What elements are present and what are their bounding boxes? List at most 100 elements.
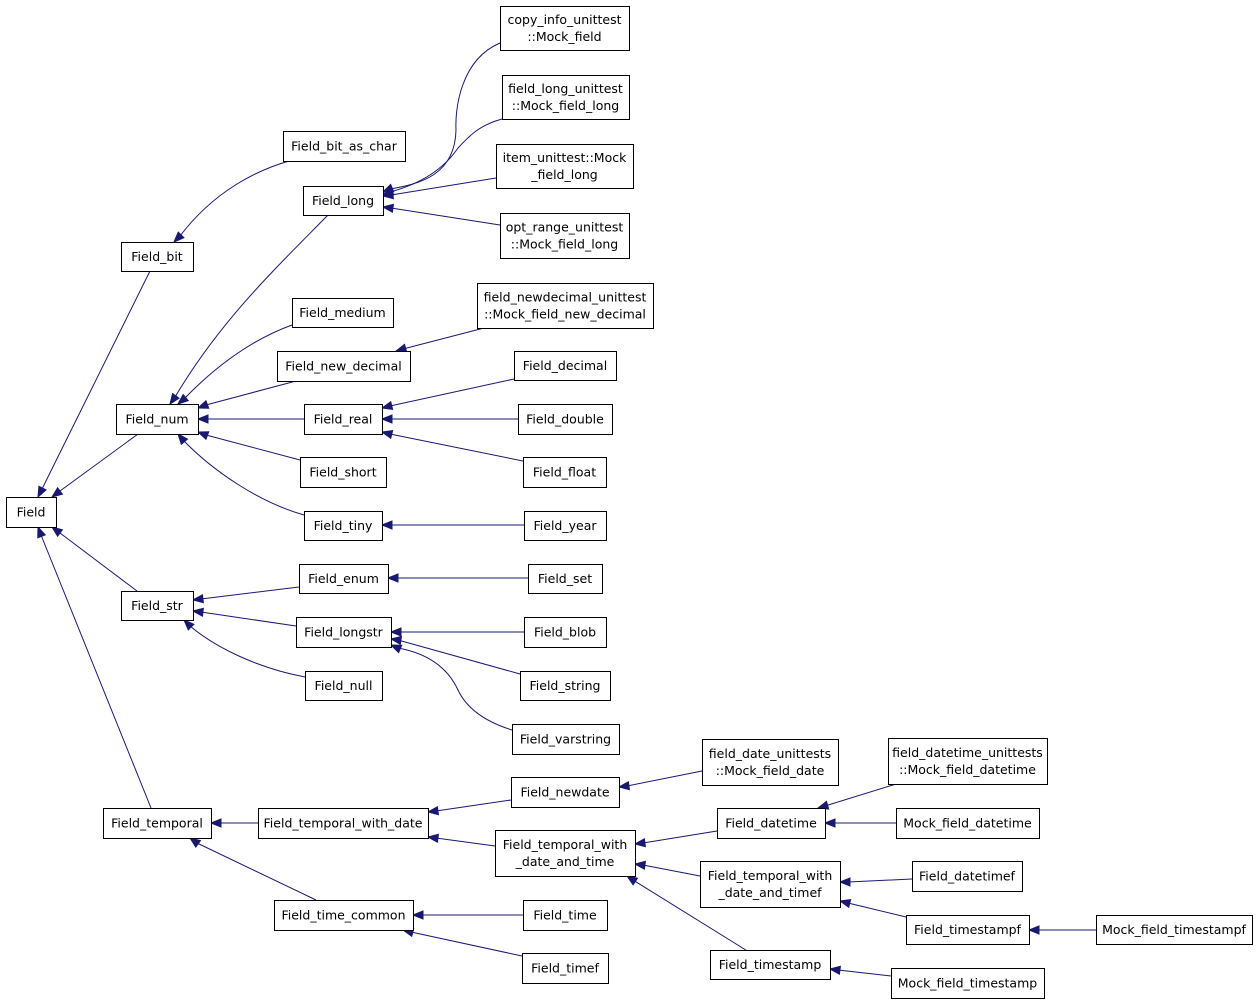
class-node-field-timef[interactable]: Field_timef	[522, 953, 609, 984]
node-box[interactable]	[514, 351, 617, 381]
class-node-field-varstring[interactable]: Field_varstring	[512, 724, 620, 755]
arrowhead	[196, 431, 210, 441]
node-box[interactable]	[299, 564, 389, 594]
class-node-field-num[interactable]: Field_num	[116, 404, 199, 435]
class-node-field-real[interactable]: Field_real	[304, 404, 383, 435]
class-node-field-bit-as-char[interactable]: Field_bit_as_char	[283, 131, 406, 162]
node-box[interactable]	[277, 351, 411, 382]
node-box[interactable]	[121, 242, 194, 272]
node-label: Field_new_decimal	[285, 359, 401, 374]
class-node-field-longstr[interactable]: Field_longstr	[296, 617, 392, 648]
class-node-item-mock-field-long[interactable]: item_unittest::Mock_field_long	[496, 144, 634, 189]
class-node-field-long-mock-field-long[interactable]: field_long_unittest::Mock_field_long	[502, 75, 630, 120]
class-node-copy-info-mock-field[interactable]: copy_info_unittest::Mock_field	[500, 6, 630, 51]
node-box[interactable]	[906, 915, 1030, 945]
node-box[interactable]	[524, 617, 607, 648]
node-label: _date_and_time	[515, 854, 615, 869]
class-node-mock-field-timestampf[interactable]: Mock_field_timestampf	[1096, 915, 1253, 945]
edge-field_new_decimal-to-field_num	[205, 380, 297, 406]
node-box[interactable]	[522, 953, 609, 984]
class-node-field-double[interactable]: Field_double	[518, 404, 613, 435]
class-node-field-new-decimal[interactable]: Field_new_decimal	[277, 351, 411, 382]
class-node-field-null[interactable]: Field_null	[305, 671, 383, 701]
class-node-field-bit[interactable]: Field_bit	[121, 242, 194, 272]
arrowhead	[838, 898, 852, 909]
node-box[interactable]	[296, 617, 392, 648]
class-node-field-year[interactable]: Field_year	[524, 511, 607, 541]
class-node-field-temporal-with-date-and-time[interactable]: Field_temporal_with_date_and_time	[495, 830, 636, 877]
node-box[interactable]	[6, 497, 57, 528]
arrowhead	[625, 875, 639, 886]
class-node-field-decimal[interactable]: Field_decimal	[514, 351, 617, 381]
node-box[interactable]	[717, 808, 826, 839]
class-node-field-time-common[interactable]: Field_time_common	[274, 900, 414, 931]
node-box[interactable]	[912, 861, 1023, 892]
class-node-field-temporal[interactable]: Field_temporal	[103, 808, 212, 839]
class-node-field-set[interactable]: Field_set	[528, 564, 603, 594]
node-box[interactable]	[500, 6, 630, 51]
class-node-field-datetime[interactable]: Field_datetime	[717, 808, 826, 839]
class-node-field-timestamp[interactable]: Field_timestamp	[710, 950, 831, 980]
node-box[interactable]	[528, 564, 603, 594]
class-node-field-long[interactable]: Field_long	[303, 186, 384, 216]
node-box[interactable]	[103, 808, 212, 839]
node-box[interactable]	[283, 131, 406, 162]
node-box[interactable]	[524, 511, 607, 541]
node-box[interactable]	[258, 808, 429, 839]
node-box[interactable]	[500, 213, 630, 259]
node-box[interactable]	[523, 457, 607, 488]
class-node-field-float[interactable]: Field_float	[523, 457, 607, 488]
node-box[interactable]	[1096, 915, 1253, 945]
class-node-newdecimal-mock[interactable]: field_newdecimal_unittest::Mock_field_ne…	[477, 283, 654, 329]
arrowhead	[176, 393, 190, 405]
node-box[interactable]	[496, 144, 634, 189]
node-box[interactable]	[304, 404, 383, 435]
class-node-field-blob[interactable]: Field_blob	[524, 617, 607, 648]
class-node-field-datetimef[interactable]: Field_datetimef	[912, 861, 1023, 892]
class-node-field-enum[interactable]: Field_enum	[299, 564, 389, 594]
class-node-opt-range-mock-field-long[interactable]: opt_range_unittest::Mock_field_long	[500, 213, 630, 259]
class-node-field-medium[interactable]: Field_medium	[292, 298, 394, 328]
class-node-date-mock[interactable]: field_date_unittests::Mock_field_date	[702, 739, 839, 786]
node-box[interactable]	[303, 186, 384, 216]
class-node-datetime-mock[interactable]: field_datetime_unittests::Mock_field_dat…	[888, 738, 1048, 785]
class-node-field-string[interactable]: Field_string	[520, 671, 611, 701]
node-label: Field_short	[309, 465, 376, 480]
node-box[interactable]	[888, 738, 1048, 785]
node-box[interactable]	[523, 900, 608, 931]
node-box[interactable]	[495, 830, 636, 877]
node-box[interactable]	[700, 861, 841, 908]
edge-field_enum-to-field_str	[200, 586, 300, 600]
class-node-field-timestampf[interactable]: Field_timestampf	[906, 915, 1030, 945]
node-box[interactable]	[121, 591, 194, 621]
node-box[interactable]	[891, 968, 1045, 999]
node-box[interactable]	[502, 75, 630, 120]
edge-field_timestamp-to-field_temporal_with_date_and_time	[632, 879, 750, 953]
class-node-mock-field-datetime[interactable]: Mock_field_datetime	[896, 808, 1040, 839]
node-box[interactable]	[292, 298, 394, 328]
class-node-field-time[interactable]: Field_time	[523, 900, 608, 931]
node-box[interactable]	[511, 777, 620, 808]
node-box[interactable]	[300, 457, 387, 488]
node-box[interactable]	[116, 404, 199, 435]
node-box[interactable]	[518, 404, 613, 435]
class-node-field-tiny[interactable]: Field_tiny	[304, 511, 383, 541]
class-node-field-str[interactable]: Field_str	[121, 591, 194, 621]
class-node-field-newdate[interactable]: Field_newdate	[511, 777, 620, 808]
arrowhead	[196, 399, 210, 409]
class-node-field[interactable]: Field	[6, 497, 57, 528]
class-node-mock-field-timestamp[interactable]: Mock_field_timestamp	[891, 968, 1045, 999]
node-box[interactable]	[520, 671, 611, 701]
class-node-field-temporal-with-date[interactable]: Field_temporal_with_date	[258, 808, 429, 839]
node-box[interactable]	[896, 808, 1040, 839]
node-box[interactable]	[304, 511, 383, 541]
node-box[interactable]	[305, 671, 383, 701]
nodes-layer: Field Field_bit Field_bit_as_charField_num…	[6, 6, 1253, 999]
node-box[interactable]	[274, 900, 414, 931]
node-box[interactable]	[477, 283, 654, 329]
node-box[interactable]	[512, 724, 620, 755]
node-box[interactable]	[702, 739, 839, 786]
node-box[interactable]	[710, 950, 831, 980]
class-node-field-temporal-with-date-and-timef[interactable]: Field_temporal_with_date_and_timef	[700, 861, 841, 908]
class-node-field-short[interactable]: Field_short	[300, 457, 387, 488]
